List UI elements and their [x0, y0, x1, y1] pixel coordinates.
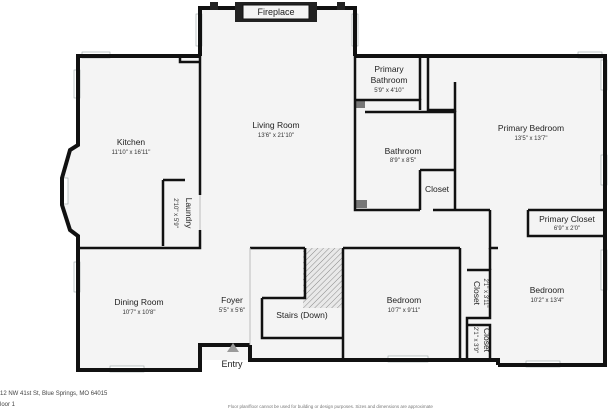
- closet-small-1-label: Closet: [472, 281, 482, 306]
- closet-small-2-dim: 2'1" x 3'9": [472, 327, 478, 353]
- bathroom-dim: 8'9" x 8'5": [390, 158, 416, 164]
- bathroom-label: Bathroom: [385, 146, 422, 156]
- foyer-label: Foyer: [221, 295, 243, 305]
- primary-bathroom-dim: 5'9" x 4'10": [374, 88, 404, 94]
- stairs-label: Stairs (Down): [276, 310, 328, 320]
- fireplace-label: Fireplace: [257, 7, 294, 17]
- dining-room-dim: 10'7" x 10'8": [123, 310, 156, 316]
- wall-block: [355, 200, 367, 208]
- primary-bedroom-label: Primary Bedroom: [498, 123, 564, 133]
- kitchen-label: Kitchen: [117, 137, 146, 147]
- closet-small-1-dim: 2'1" x 3'11": [482, 278, 488, 307]
- bedroom-1-label: Bedroom: [387, 295, 422, 305]
- stairs-hatch: [303, 248, 343, 308]
- kitchen-dim: 11'10" x 16'11": [112, 150, 151, 156]
- entry-label: Entry: [221, 359, 243, 369]
- living-room-label: Living Room: [252, 120, 299, 130]
- doors: [199, 195, 251, 345]
- interior-walls: [78, 56, 605, 360]
- primary-bathroom-label-1: Primary: [374, 64, 404, 74]
- laundry-label: Laundry: [184, 198, 194, 229]
- primary-bathroom-label-2: Bathroom: [371, 75, 408, 85]
- disclaimer-text: Floor plan/floor cannot be used for buil…: [228, 404, 433, 409]
- wall-block: [355, 100, 365, 108]
- address-text: 12 NW 41st St, Blue Springs, MO 64015: [0, 391, 108, 397]
- bedroom-2-dim: 10'2" x 13'4": [531, 298, 564, 304]
- primary-closet-dim: 6'9" x 2'0": [554, 226, 580, 232]
- fireplace-block: [210, 2, 345, 22]
- bedroom-1-dim: 10'7" x 9'11": [388, 308, 420, 314]
- bedroom-2-label: Bedroom: [530, 285, 565, 295]
- living-room-dim: 13'6" x 21'10": [258, 133, 294, 139]
- floor-fill: [62, 8, 605, 370]
- floor-label: loor 1: [0, 402, 16, 408]
- closet-small-2-label: Closet: [482, 328, 492, 353]
- closet-mid-label: Closet: [425, 184, 450, 194]
- foyer-dim: 5'5" x 5'6": [219, 308, 245, 314]
- laundry-dim: 2'10" x 5'9": [172, 198, 178, 228]
- entry-arrow-icon: [227, 343, 239, 352]
- primary-bedroom-dim: 13'5" x 13'7": [515, 136, 548, 142]
- primary-closet-label: Primary Closet: [539, 214, 595, 224]
- dining-room-label: Dining Room: [114, 297, 163, 307]
